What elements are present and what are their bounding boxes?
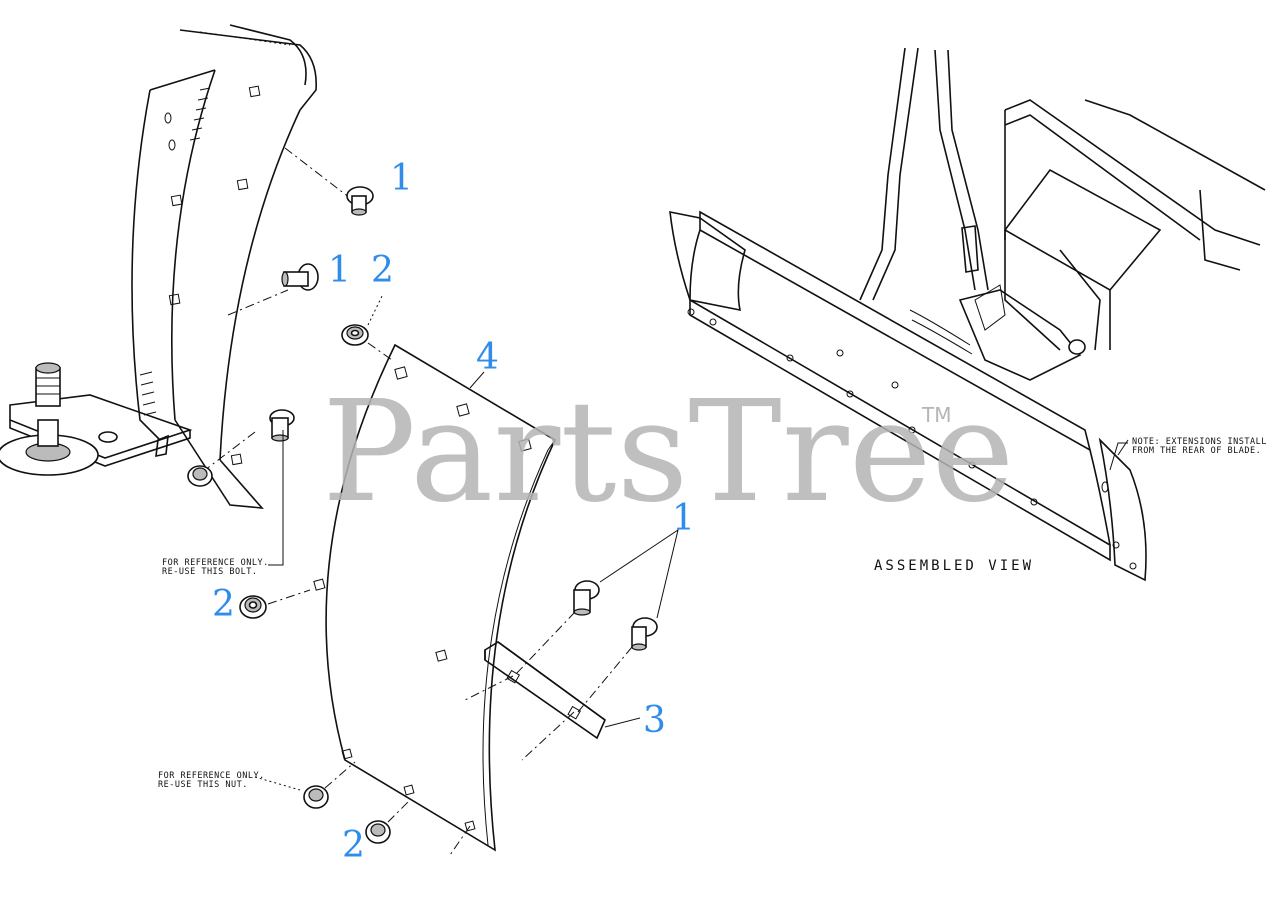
assembled-view: [669, 47, 1266, 582]
note-ext-line1: NOTE: EXTENSIONS INSTALL: [1132, 437, 1267, 447]
carriage-bolt-top: [346, 186, 374, 216]
reference-nut-bottom: [254, 761, 356, 809]
callout-4: 4: [476, 337, 499, 378]
blade-extension-plate: [313, 343, 557, 852]
reference-nut-upper: [187, 465, 213, 487]
note-bolt-line1: FOR REFERENCE ONLY.: [162, 558, 269, 568]
note-bolt-line2: RE-USE THIS BOLT.: [162, 567, 258, 577]
carriage-bolt-right-b: [577, 617, 658, 713]
callout-2-left: 2: [212, 584, 235, 625]
watermark-brand: PartsTree: [322, 371, 1014, 534]
watermark-trademark: TM: [921, 403, 951, 427]
brace-plate: [464, 641, 641, 761]
note-ext-line2: FROM THE REAR OF BLADE.: [1132, 446, 1261, 456]
flange-nut-bottom: [365, 799, 471, 856]
reference-bolt: [269, 409, 295, 442]
callout-2-bottom: 2: [342, 825, 365, 866]
callout-3: 3: [643, 700, 666, 741]
carriage-bolt-mid: [281, 263, 319, 291]
carriage-bolt-right-a: [514, 580, 600, 676]
flange-nut-top: [341, 293, 393, 361]
assembled-view-label: ASSEMBLED VIEW: [874, 558, 1034, 574]
note-nut-line1: FOR REFERENCE ONLY.: [158, 771, 265, 781]
note-nut-line2: RE-USE THIS NUT.: [158, 780, 248, 790]
callout-1-right: 1: [672, 498, 695, 539]
callout-1-top: 1: [390, 158, 413, 199]
skid-shoe: [0, 362, 193, 476]
callout-1-mid: 1: [328, 250, 351, 291]
blade-end-section: [131, 24, 351, 509]
flange-nut-left: [239, 589, 311, 619]
callout-2-top: 2: [371, 250, 394, 291]
